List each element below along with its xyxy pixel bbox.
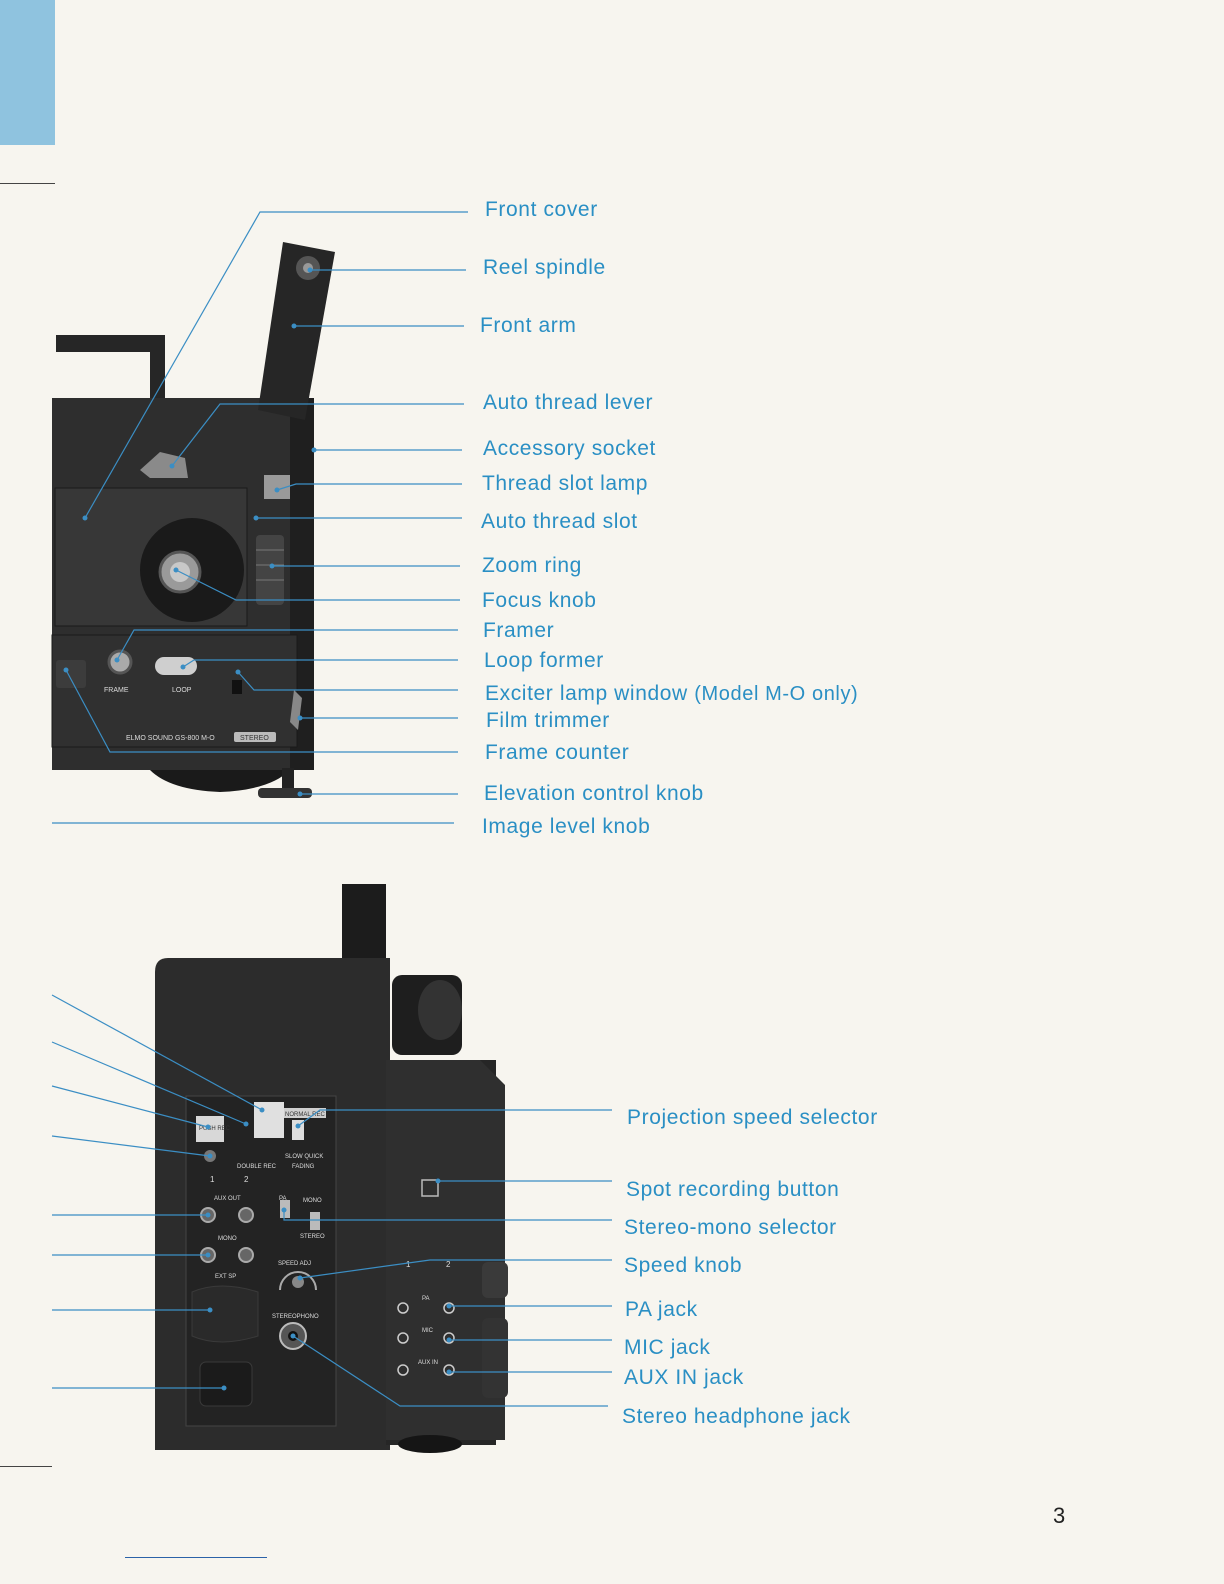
callout-framer: Framer	[483, 619, 554, 643]
mic-jack-text: MIC	[422, 1328, 434, 1334]
callout-front-cover: Front cover	[485, 198, 598, 222]
mono-text: MONO	[303, 1198, 322, 1204]
callout-pa-jack: PA jack	[625, 1298, 698, 1322]
callout-thread-slot-lamp: Thread slot lamp	[482, 472, 648, 496]
channel-1-text: 1	[210, 1175, 215, 1184]
loop-label-text: LOOP	[172, 687, 192, 694]
callout-film-trimmer: Film trimmer	[486, 709, 610, 733]
double-rec-text: DOUBLE REC	[237, 1164, 277, 1170]
callout-zoom-ring: Zoom ring	[482, 554, 582, 578]
callout-speed-knob: Speed knob	[624, 1254, 742, 1278]
callout-front-arm: Front arm	[480, 314, 576, 338]
push-rec-text: PUSH REC	[199, 1126, 231, 1132]
channel-2-text: 2	[244, 1175, 249, 1184]
aux-in-jack-text: AUX IN	[418, 1360, 438, 1366]
callout-frame-counter: Frame counter	[485, 741, 629, 765]
callout-spot-recording-button: Spot recording button	[626, 1178, 839, 1202]
callout-projection-speed-selector: Projection speed selector	[627, 1106, 878, 1130]
callout-elevation-control-knob: Elevation control knob	[484, 782, 704, 806]
side-view-projector	[155, 884, 508, 1453]
callout-stereo-mono-selector: Stereo-mono selector	[624, 1216, 837, 1240]
aux-out-text: AUX OUT	[214, 1196, 241, 1202]
pa-jack-text: PA	[422, 1296, 430, 1302]
speed-adj-text: SPEED ADJ	[278, 1261, 311, 1267]
exciter-lamp-model-note: (Model M-O only)	[694, 683, 858, 705]
exciter-lamp-window-text: Exciter lamp window	[485, 682, 688, 705]
stereophono-text: STEREOPHONO	[272, 1314, 319, 1320]
callout-auto-thread-lever: Auto thread lever	[483, 391, 653, 415]
right-channel-1-text: 1	[406, 1260, 411, 1269]
callout-mic-jack: MIC jack	[624, 1336, 710, 1360]
model-plate-text: ELMO SOUND GS-800 M-O	[126, 735, 215, 742]
page-number: 3	[1053, 1503, 1065, 1529]
slow-quick-text: SLOW QUICK	[285, 1154, 323, 1160]
stereo-badge-text: STEREO	[240, 735, 269, 742]
panel-mono-text: MONO	[218, 1236, 237, 1242]
normal-rec-text: NORMAL REC	[285, 1112, 325, 1118]
callout-stereo-headphone-jack: Stereo headphone jack	[622, 1405, 851, 1429]
callout-image-level-knob: Image level knob	[482, 815, 650, 839]
frame-label-text: FRAME	[104, 687, 129, 694]
ext-sp-text: EXT SP	[215, 1274, 236, 1280]
callout-loop-former: Loop former	[484, 649, 604, 673]
stereo-text: STEREO	[300, 1234, 325, 1240]
callout-focus-knob: Focus knob	[482, 589, 597, 613]
callout-accessory-socket: Accessory socket	[483, 437, 656, 461]
callout-reel-spindle: Reel spindle	[483, 256, 606, 280]
callout-auto-thread-slot: Auto thread slot	[481, 510, 638, 534]
pa-switch-text: PA	[279, 1196, 287, 1202]
right-channel-2-text: 2	[446, 1260, 451, 1269]
callout-aux-in-jack: AUX IN jack	[624, 1366, 744, 1390]
fading-text: FADING	[292, 1164, 315, 1170]
callout-exciter-lamp-window: Exciter lamp window (Model M-O only)	[485, 682, 858, 706]
